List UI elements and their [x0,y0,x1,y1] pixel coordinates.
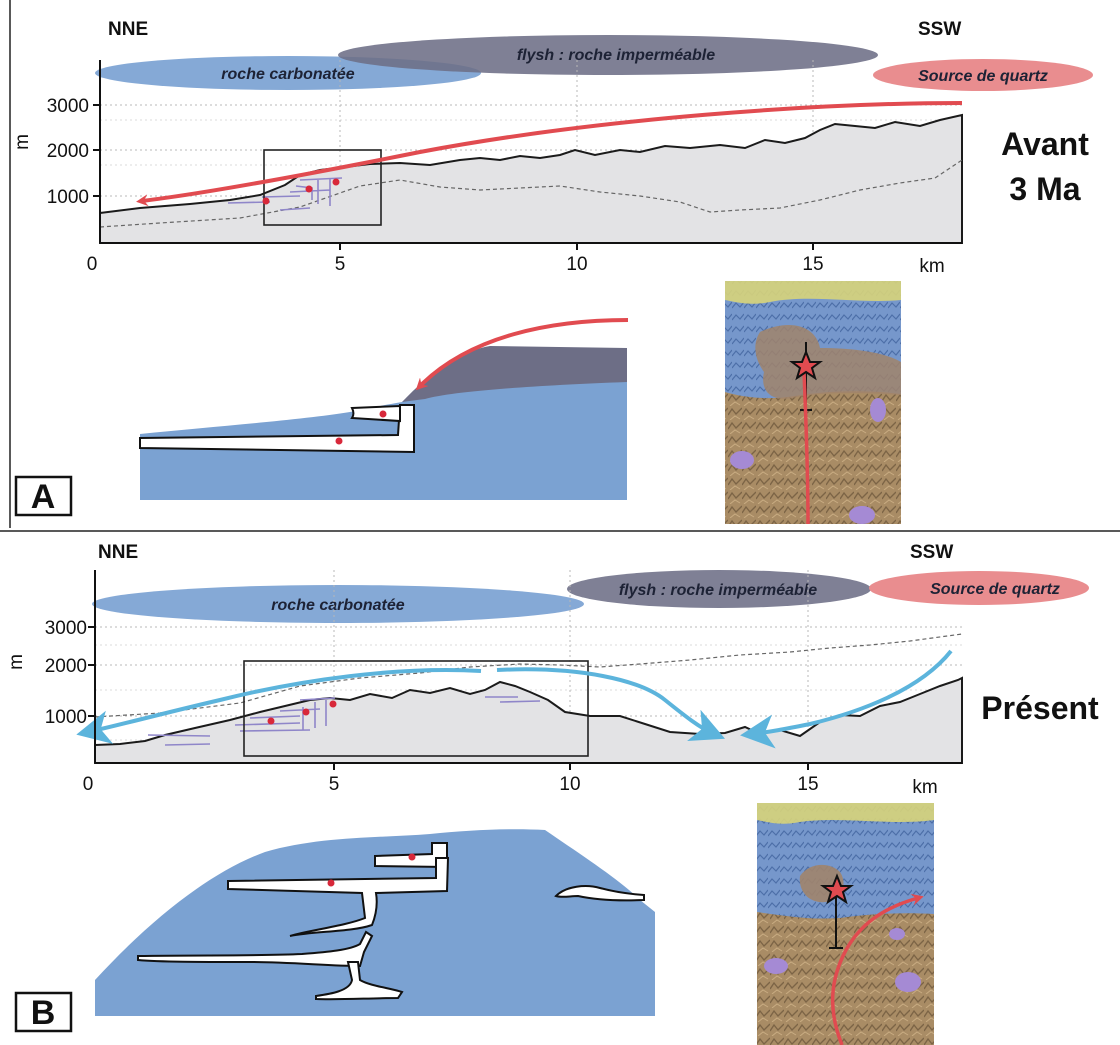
panel-b-flysch-label: flysh : roche imperméable [619,582,817,599]
panel-a-lower-conduit [139,404,415,454]
panel-a-y-unit: m [12,134,33,150]
panel-b-carbonate-block [95,829,655,1016]
panel-b-carbonate-label: roche carbonatée [271,597,404,614]
panel-a-quartz-label: Source de quartz [918,68,1048,85]
panel-b-cave-marker [302,708,310,716]
panel-b-flysch-ellipse [567,570,871,608]
panel-b-present-flow-arrow [740,649,953,749]
panel-b-present-flow-arrow [76,668,482,744]
panel-a-map [725,281,901,525]
panel-a-subsurface-dashed-line [99,159,963,228]
panel-a-x-unit: km [919,256,944,277]
panel-b-x-tick: 15 [797,774,818,795]
panel-a-cave-marker [305,185,313,193]
panel-a-section-detail [139,318,629,500]
panel-a-y-tick: 3000 [47,96,89,117]
panel-b-label: B [31,994,56,1032]
panel-a-label: A [31,478,56,516]
panel-b-section-cave-marker [327,879,335,887]
panel-a-dir-right: SSW [918,19,961,40]
panel-b-section-detail [95,829,655,1016]
panel-b-dir-left: NNE [98,542,138,563]
panel-b-dir-right: SSW [910,542,953,563]
panel-a-zoom-box [263,149,382,226]
panel-a-flysch-ellipse [338,35,878,75]
panel-a-paleo-flow-arrow [136,101,963,207]
panel-a-section-cave-marker [379,410,387,418]
star-icon [820,873,854,905]
panel-a-flysch-cap [402,346,627,404]
panel-a-x-tick: 15 [802,254,823,275]
panel-a-flysch-label: flysh : roche imperméable [517,47,715,64]
panel-b-paleo-surface-dashed-line [94,633,963,718]
panel-b-y-tick: 1000 [45,707,87,728]
panel-b-cave-marker [329,700,337,708]
panel-a-section-flow-arrow [415,318,629,391]
panel-a-upper-conduit [350,404,401,423]
panel-b-y-tick: 3000 [45,618,87,639]
panel-b-isolated-conduit [554,885,645,902]
panel-b-lower-level [137,930,374,968]
panel-b-x-tick: 10 [559,774,580,795]
star-icon [789,349,823,381]
panel-a: NNE SSW roche carbonatée flysh : roche i… [0,0,1120,532]
panel-a-y-tick: 2000 [47,141,89,162]
panel-a-period-line1: Avant [1001,126,1089,162]
panel-b-carbonate-ellipse [92,585,584,623]
panel-b-bottom-level [315,961,404,1001]
panel-a-dir-left: NNE [108,19,148,40]
panel-a-cave-marker [262,197,270,205]
panel-a-x-tick: 0 [87,254,98,275]
panel-b-cave-marker [267,717,275,725]
panel-b-x-unit: km [912,777,937,798]
panel-b-main-level [227,857,450,937]
panel-b-zoom-box [243,660,589,757]
panel-a-x-tick: 10 [566,254,587,275]
panel-b-relief-profile [94,676,963,764]
panel-b: NNE SSW roche carbonatée flysh : roche i… [6,542,1099,1045]
panel-b-section-cave-marker [408,853,416,861]
panel-a-quartz-ellipse [873,59,1093,91]
panel-a-period-line2: 3 Ma [1009,171,1080,207]
panel-a-y-tick: 1000 [47,187,89,208]
panel-a-label-box [14,475,73,517]
panel-b-quartz-ellipse [869,571,1089,605]
panel-b-x-tick: 5 [329,774,340,795]
panel-a-section-cave-marker [335,437,343,445]
panel-b-period: Présent [981,690,1099,726]
panel-a-carbonate-label: roche carbonatée [221,66,354,83]
panel-b-x-tick: 0 [83,774,94,795]
panel-a-cave-marker [332,178,340,186]
panel-a-x-tick: 5 [335,254,346,275]
panel-b-label-box [14,991,73,1033]
panel-b-y-tick: 2000 [45,656,87,677]
panel-b-y-unit: m [6,654,27,670]
panel-b-present-flow-arrow [496,667,726,741]
panel-b-map [757,803,934,1045]
panel-b-cave-network [147,696,541,746]
panel-b-quartz-label: Source de quartz [930,581,1060,598]
